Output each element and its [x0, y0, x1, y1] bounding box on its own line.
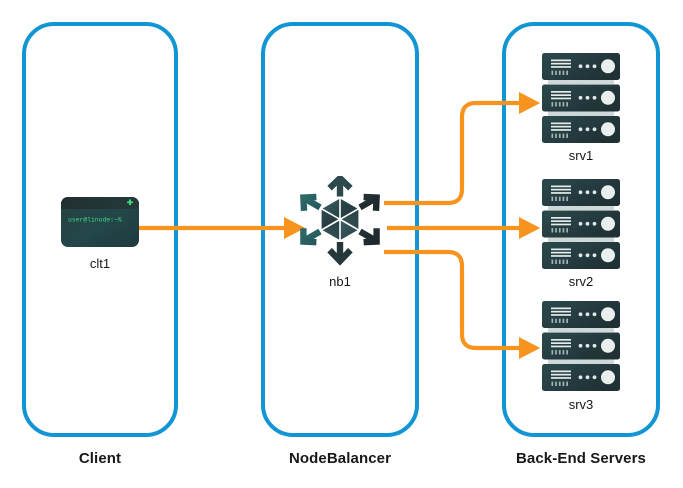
- node-label-nb1: nb1: [329, 274, 351, 289]
- nodebalancer-hexagon-icon: [300, 173, 380, 266]
- node-srv1[interactable]: [538, 52, 624, 144]
- node-label-srv2: srv2: [568, 274, 594, 289]
- terminal-new-tab-icon: [127, 199, 133, 206]
- node-label-clt1: clt1: [89, 256, 111, 271]
- zone-label-nodebalancer: NodeBalancer: [288, 450, 392, 467]
- server-rack-icon: [542, 179, 620, 269]
- node-label-srv1: srv1: [568, 148, 594, 163]
- zone-label-backend-servers: Back-End Servers: [515, 450, 646, 467]
- node-clt1[interactable]: user@linode:~%: [60, 196, 140, 248]
- server-units: [542, 53, 620, 143]
- zone-label-client: Client: [78, 450, 122, 467]
- connector-nb1-to-srv3: [384, 249, 541, 360]
- node-srv3[interactable]: [538, 300, 624, 392]
- node-label-srv3: srv3: [568, 397, 594, 412]
- terminal-prompt-text: user@linode:~%: [68, 217, 122, 224]
- node-nb1[interactable]: [296, 173, 384, 266]
- server-rack-icon: [542, 301, 620, 391]
- node-srv2[interactable]: [538, 178, 624, 270]
- server-units: [542, 179, 620, 269]
- connector-nb1-to-srv1: [384, 91, 541, 206]
- server-units: [542, 301, 620, 391]
- hexagon-core: [321, 199, 359, 240]
- server-rack-icon: [542, 53, 620, 143]
- hexagon-arrows: [300, 173, 380, 266]
- terminal-icon: user@linode:~%: [61, 197, 139, 247]
- svg-text:user@linode:~%: user@linode:~%: [68, 217, 122, 224]
